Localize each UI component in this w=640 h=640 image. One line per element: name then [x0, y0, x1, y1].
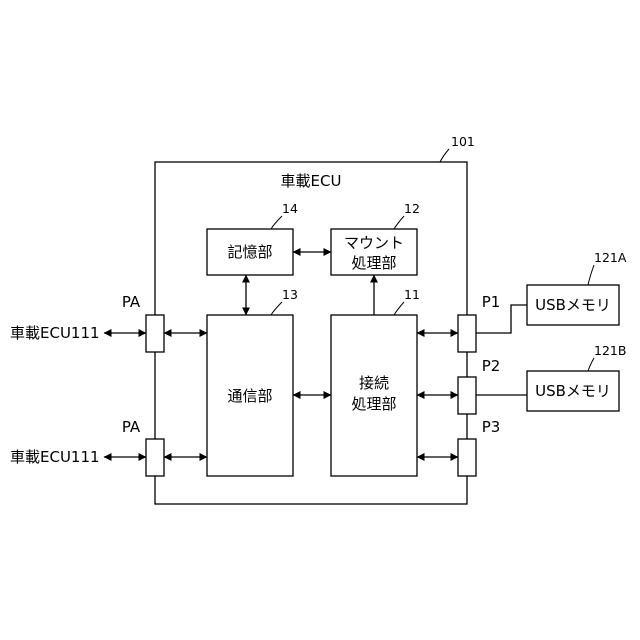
- mount-ref: 12: [404, 201, 420, 216]
- connection-label-line1: 接続: [359, 374, 389, 392]
- port-p1-label: P1: [482, 293, 501, 311]
- port-p2-label: P2: [482, 357, 501, 375]
- usb-memory-a-label: USBメモリ: [535, 296, 611, 314]
- connection-ref: 11: [404, 287, 420, 302]
- ecu-ref-leader: [440, 149, 449, 162]
- usb-memory-b-ref: 121B: [594, 343, 626, 358]
- comm-label: 通信部: [227, 387, 272, 405]
- mount-label-line2: 処理部: [351, 254, 396, 272]
- port-p3: [458, 439, 476, 476]
- external-ecu-bottom-label: 車載ECU111: [10, 448, 100, 466]
- storage-label: 記憶部: [227, 243, 272, 261]
- port-pa-top: [146, 315, 164, 352]
- port-pa-bottom-label: PA: [122, 418, 141, 436]
- ecu-title: 車載ECU: [281, 172, 342, 190]
- usb-memory-a-ref: 121A: [594, 250, 627, 265]
- external-ecu-top-label: 車載ECU111: [10, 324, 100, 342]
- usb-memory-b-label: USBメモリ: [535, 382, 611, 400]
- port-p1: [458, 315, 476, 352]
- port-p3-label: P3: [482, 418, 501, 436]
- port-pa-top-label: PA: [122, 293, 141, 311]
- storage-ref: 14: [282, 201, 298, 216]
- port-p2: [458, 377, 476, 414]
- comm-ref: 13: [282, 287, 298, 302]
- usb-memory-a-ref-leader: [588, 265, 594, 285]
- usb-memory-b-ref-leader: [588, 358, 594, 371]
- port-pa-bottom: [146, 439, 164, 476]
- connection-label-line2: 処理部: [351, 395, 396, 413]
- ecu-ref: 101: [451, 134, 475, 149]
- mount-label-line1: マウント: [344, 234, 404, 252]
